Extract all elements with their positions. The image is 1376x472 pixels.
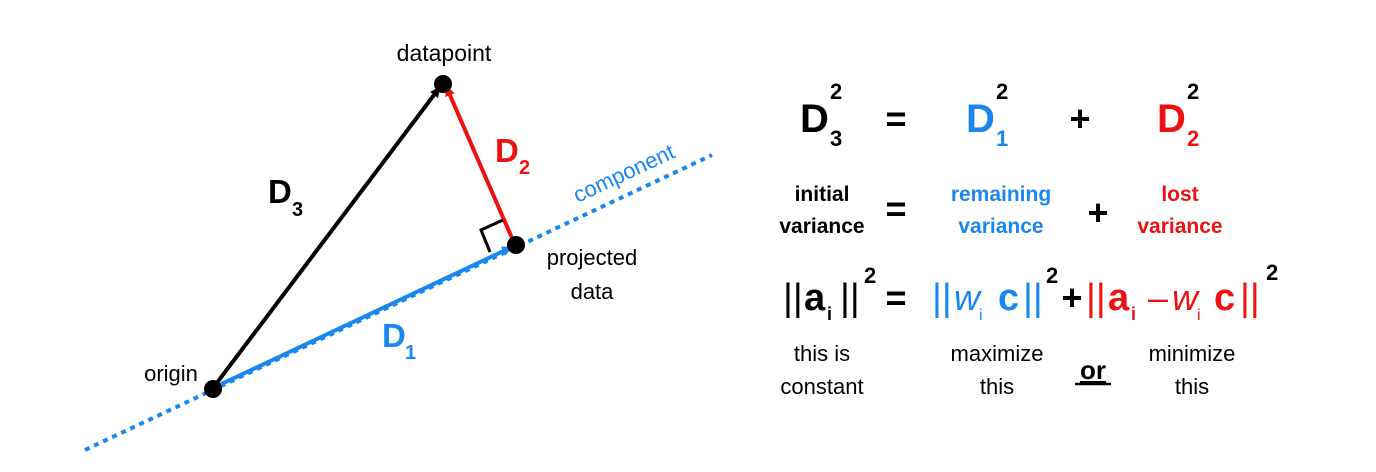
equation-row-4: this is constant maximize this or minimi… — [780, 341, 1235, 399]
datapoint-label: datapoint — [397, 40, 492, 66]
d3-vector — [211, 85, 442, 390]
remaining-label: remaining — [951, 183, 1051, 206]
d1-vector — [212, 245, 513, 390]
svg-text:||: || — [932, 277, 952, 319]
svg-text:1: 1 — [405, 342, 416, 364]
this-is-label: this is — [794, 341, 850, 366]
plus-sign-3: + — [1061, 277, 1082, 318]
d3-squared: D 2 3 — [800, 79, 842, 151]
lost-variance-label: variance — [1137, 215, 1222, 238]
datapoint-point — [434, 75, 452, 93]
svg-text:D: D — [1157, 97, 1186, 141]
lost-label: lost — [1161, 183, 1198, 206]
norm-wc-squared: || w i c || 2 — [932, 263, 1058, 324]
svg-text:||: || — [1240, 277, 1260, 319]
svg-text:2: 2 — [1046, 263, 1058, 288]
plus-sign-2: + — [1087, 192, 1108, 233]
component-label: component — [569, 139, 678, 208]
projected-label: projected — [547, 245, 638, 270]
equation-row-3: || a i || 2 = || w i c || 2 + || a i – w… — [783, 260, 1278, 324]
svg-text:2: 2 — [1187, 79, 1199, 104]
svg-text:2: 2 — [519, 157, 530, 179]
svg-text:2: 2 — [1266, 260, 1278, 285]
svg-text:i: i — [1131, 304, 1136, 324]
svg-text:a: a — [804, 277, 826, 319]
svg-text:||: || — [783, 277, 803, 319]
svg-text:D: D — [800, 97, 829, 141]
right-angle-marker — [479, 218, 504, 253]
svg-text:3: 3 — [292, 199, 303, 221]
d1-squared: D 2 1 — [966, 79, 1008, 151]
equals-sign-1: = — [885, 98, 906, 139]
svg-text:||: || — [1086, 277, 1106, 319]
svg-text:c: c — [1214, 277, 1235, 319]
svg-text:||: || — [1023, 277, 1043, 319]
equals-sign-2: = — [885, 188, 906, 229]
origin-point — [204, 380, 222, 398]
minimize-this-label: this — [1175, 374, 1209, 399]
d3-label: D 3 — [268, 173, 303, 221]
projected-point — [507, 236, 525, 254]
norm-residual-squared: || a i – w i c || 2 — [1086, 260, 1278, 324]
svg-text:D: D — [382, 317, 406, 354]
remaining-variance-label: variance — [958, 215, 1043, 238]
svg-text:3: 3 — [830, 126, 842, 151]
svg-text:2: 2 — [1187, 126, 1199, 151]
initial-label: initial — [795, 183, 850, 206]
or-label: or — [1080, 355, 1106, 385]
d2-label: D 2 — [495, 132, 530, 179]
svg-text:–: – — [1148, 277, 1168, 318]
svg-text:i: i — [1197, 307, 1201, 324]
svg-text:2: 2 — [864, 263, 876, 288]
svg-text:i: i — [827, 304, 832, 324]
plus-sign-1: + — [1069, 98, 1090, 139]
maximize-this-label: this — [980, 374, 1014, 399]
initial-variance-label: variance — [779, 215, 864, 238]
equation-row-2: initial variance = remaining variance + … — [779, 183, 1222, 238]
svg-text:w: w — [954, 277, 982, 318]
origin-label: origin — [144, 361, 198, 386]
svg-text:w: w — [1172, 277, 1200, 318]
svg-text:c: c — [998, 277, 1019, 319]
norm-a-squared: || a i || 2 — [783, 263, 876, 324]
d1-label: D 1 — [382, 317, 416, 364]
constant-label: constant — [780, 374, 863, 399]
svg-text:2: 2 — [996, 79, 1008, 104]
svg-text:D: D — [268, 173, 292, 210]
svg-text:a: a — [1108, 277, 1130, 319]
svg-text:1: 1 — [996, 126, 1008, 151]
minimize-label: minimize — [1149, 341, 1236, 366]
equals-sign-3: = — [885, 277, 906, 318]
maximize-label: maximize — [951, 341, 1044, 366]
d2-squared: D 2 2 — [1157, 79, 1199, 151]
svg-text:||: || — [840, 277, 860, 319]
equation-row-1: D 2 3 = D 2 1 + D 2 2 — [800, 79, 1199, 151]
svg-text:D: D — [966, 97, 995, 141]
svg-text:D: D — [495, 132, 519, 169]
projected-data-label: data — [571, 279, 615, 304]
svg-text:2: 2 — [830, 79, 842, 104]
svg-text:i: i — [979, 307, 983, 324]
d2-vector — [444, 85, 517, 246]
